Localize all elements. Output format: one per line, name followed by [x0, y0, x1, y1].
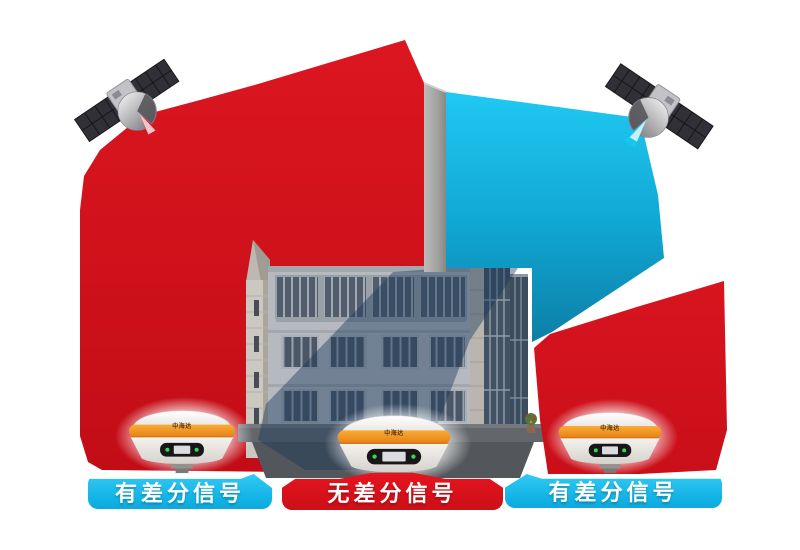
gnss-receiver-middle: 中海达	[326, 402, 462, 484]
status-text: 有差分信号	[114, 481, 245, 507]
led-green	[411, 454, 416, 459]
receiver-brand: 中海达	[172, 423, 192, 430]
led-green	[372, 454, 377, 459]
cyan-beam-right	[446, 92, 664, 342]
receiver-brand: 中海达	[600, 425, 620, 432]
receiver-orange-band	[337, 430, 451, 444]
gnss-receiver-left: 中海达	[118, 398, 246, 475]
led-green	[622, 448, 627, 453]
status-label-middle: 无差分信号	[282, 473, 503, 510]
gnss-receiver-right: 中海达	[548, 400, 672, 475]
receiver-orange-band	[558, 425, 662, 439]
receiver-brand: 中海达	[384, 430, 404, 437]
led-green	[593, 448, 598, 453]
status-label-right: 有差分信号	[505, 474, 722, 508]
middle-floor-windows	[281, 335, 467, 369]
led-green	[194, 447, 199, 452]
satellite-right-icon	[596, 50, 722, 166]
satellite-left-icon	[66, 46, 188, 158]
roof-tower	[424, 83, 446, 272]
status-label-left: 有差分信号	[88, 474, 272, 509]
led-green	[165, 447, 170, 452]
status-text: 无差分信号	[327, 481, 458, 507]
receiver-orange-band	[128, 424, 236, 438]
status-text: 有差分信号	[548, 481, 679, 506]
